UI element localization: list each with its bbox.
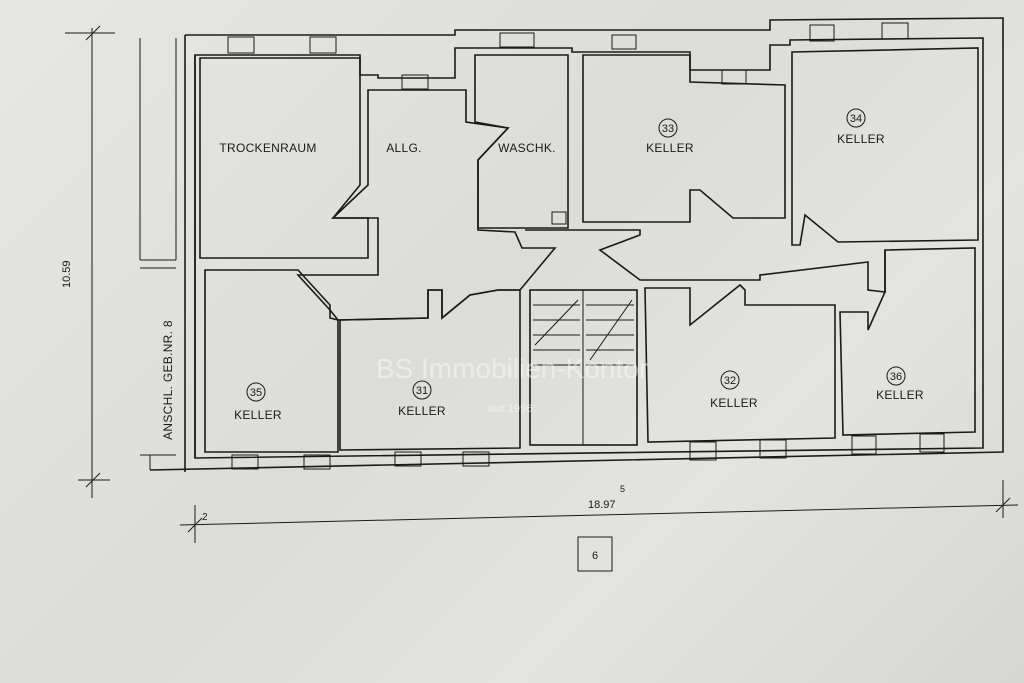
room-keller-32: 32 KELLER xyxy=(710,370,758,410)
staircase xyxy=(533,290,634,445)
room-keller-33: 33 KELLER xyxy=(646,118,694,155)
label-neighbor-building: ANSCHL. GEB.NR. 8 xyxy=(161,320,175,440)
dimension-width-superscript: 5 xyxy=(620,484,625,494)
room-number-31: 31 xyxy=(416,385,428,397)
label-keller-33: KELLER xyxy=(646,141,694,155)
watermark-name: BS Immobilien-Kontor xyxy=(376,353,648,384)
dimension-left-small: 2 xyxy=(202,512,208,523)
watermark: BS Immobilien-Kontor seit 1996 xyxy=(376,353,648,415)
label-waschk: WASCHK. xyxy=(498,141,556,155)
label-keller-32: KELLER xyxy=(710,396,758,410)
room-number-35: 35 xyxy=(250,387,262,399)
label-keller-34: KELLER xyxy=(837,132,885,146)
room-keller-34: 34 KELLER xyxy=(837,108,885,146)
outer-walls xyxy=(149,17,1004,472)
label-keller-31: KELLER xyxy=(398,404,446,418)
label-allg: ALLG. xyxy=(386,141,422,155)
neighbor-building xyxy=(139,38,177,470)
dimension-width: 18.97 5 2 xyxy=(179,480,1019,543)
room-keller-31: 31 KELLER xyxy=(398,380,446,418)
label-trockenraum: TROCKENRAUM xyxy=(219,141,316,155)
label-keller-35: KELLER xyxy=(234,408,282,422)
watermark-since: seit 1996 xyxy=(488,403,533,415)
page-number: 6 xyxy=(592,550,598,562)
dimension-height-value: 10.59 xyxy=(61,260,73,288)
room-number-33: 33 xyxy=(662,123,674,135)
room-keller-36: 36 KELLER xyxy=(876,366,924,402)
dimension-height: 10.59 xyxy=(61,25,115,498)
room-number-32: 32 xyxy=(724,375,736,387)
label-keller-36: KELLER xyxy=(876,388,924,402)
dimension-width-value: 18.97 xyxy=(588,499,616,511)
room-number-34: 34 xyxy=(850,113,862,125)
page-number-box: 6 xyxy=(577,536,613,572)
room-number-36: 36 xyxy=(890,371,902,383)
room-keller-35: 35 KELLER xyxy=(234,382,282,422)
interior-walls xyxy=(199,47,979,453)
windows xyxy=(227,22,945,470)
